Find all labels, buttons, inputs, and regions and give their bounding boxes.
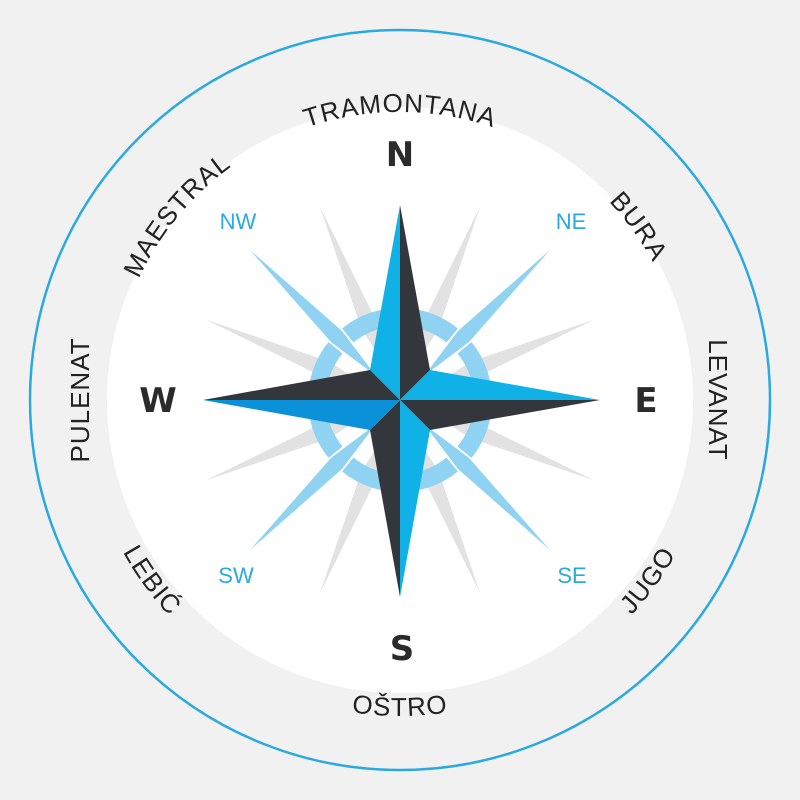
diagonal-rays <box>250 250 550 550</box>
cardinal-east-label: E <box>634 381 657 421</box>
outer-ring <box>28 28 772 772</box>
intercardinal-northeast-label: NE <box>556 209 587 234</box>
wind-ostro-text: OŠTRO <box>351 689 449 722</box>
wind-ostro-label: OŠTRO <box>351 689 448 722</box>
south-point-right <box>400 400 430 597</box>
diagonal-ray-2 <box>424 424 550 550</box>
compass-star <box>203 205 600 597</box>
intercardinal-southeast-label: SE <box>557 563 586 588</box>
east-point-bottom <box>400 400 600 430</box>
cardinal-south-label: S <box>390 629 415 669</box>
west-point-top <box>203 370 400 400</box>
east-point-top <box>400 370 600 400</box>
diagonal-ray-3 <box>250 424 376 550</box>
wind-pulenat-text: PULENAT <box>65 338 95 463</box>
north-point-right <box>400 205 430 400</box>
cardinal-west-label: W <box>139 381 177 421</box>
north-point-left <box>370 205 400 400</box>
wind-levanat-text: LEVANAT <box>703 339 733 461</box>
cardinal-north-label: N <box>386 135 414 175</box>
west-point-bottom <box>203 400 400 430</box>
diagonal-ray-1 <box>424 250 550 376</box>
south-point-left <box>370 400 400 597</box>
diagonal-ray-4 <box>250 250 376 376</box>
intercardinal-northwest-label: NW <box>220 209 257 234</box>
intercardinal-southwest-label: SW <box>218 563 254 588</box>
